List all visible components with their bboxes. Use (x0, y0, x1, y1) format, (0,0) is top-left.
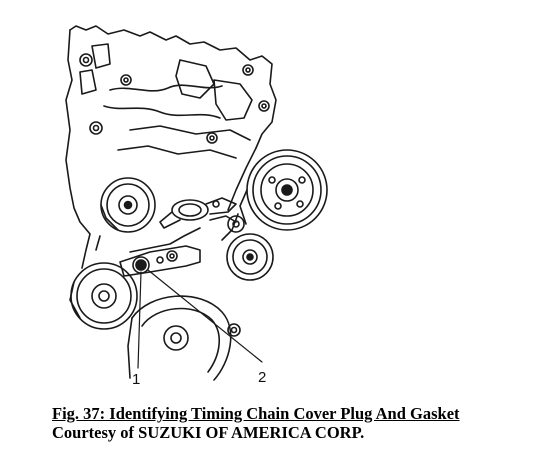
caption-credit: Courtesy of SUZUKI OF AMERICA CORP. (52, 423, 365, 442)
figure-caption: Fig. 37: Identifying Timing Chain Cover … (52, 404, 547, 442)
leader-line-2 (147, 269, 263, 363)
upper-right-pulley (239, 149, 328, 231)
tensioner-assembly (159, 197, 237, 229)
caption-title: Fig. 37: Identifying Timing Chain Cover … (52, 404, 460, 423)
crankshaft-pulley (127, 295, 232, 381)
callout-number-1: 1 (132, 371, 140, 388)
bolt-bosses (79, 53, 270, 337)
engine-diagram: 1 2 (65, 25, 328, 388)
lower-left-pulley (69, 262, 138, 330)
upper-idler-pulley (100, 177, 156, 233)
engine-block-outline (65, 25, 277, 269)
callout-leaders (137, 269, 263, 369)
timing-chain-cover-plug-area (119, 245, 201, 277)
callout-number-2: 2 (258, 369, 266, 386)
right-mid-pulley (226, 215, 274, 281)
leader-line-1 (137, 271, 142, 369)
